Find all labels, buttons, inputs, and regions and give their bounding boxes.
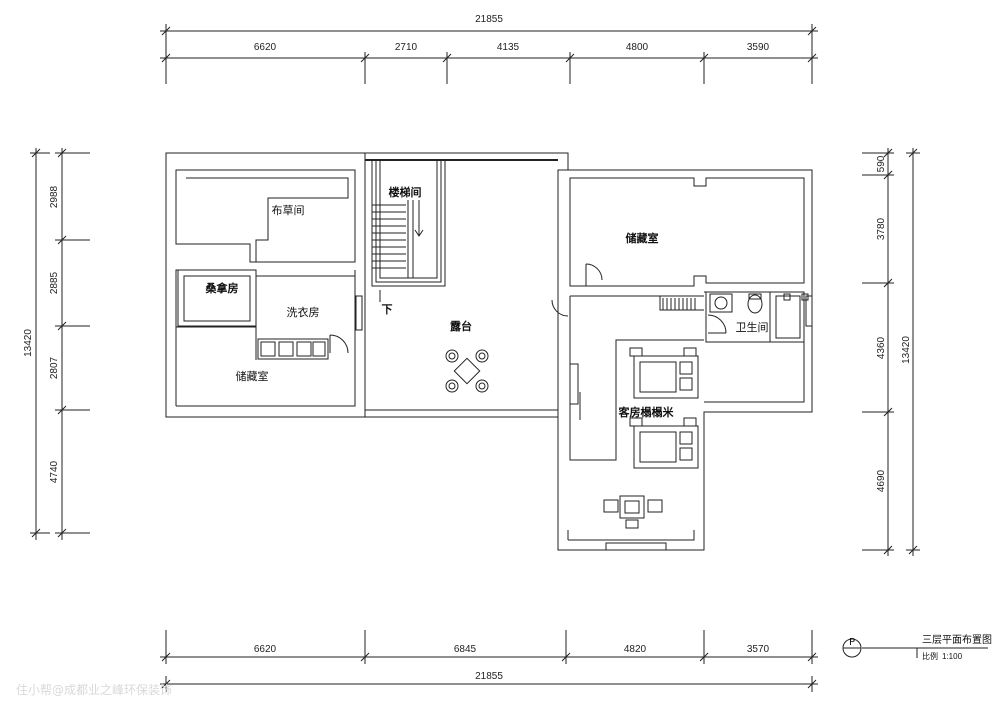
dim-right-total: 13420: [901, 336, 912, 364]
dim-left-seg-4: 4740: [49, 460, 60, 483]
dim-right-seg-4: 4690: [876, 469, 887, 492]
room-label-sauna: 桑拿房: [205, 281, 239, 295]
room-label-terrace: 露台: [450, 319, 472, 333]
room-label-guest-tatami: 客房榻榻米: [618, 405, 675, 419]
left-block-walls: [165, 152, 366, 418]
scale-label: 比例: [922, 651, 938, 661]
title-block-lines: [842, 638, 988, 658]
dim-right-seg-3: 4360: [876, 336, 887, 359]
dim-right-seg-1: 590: [876, 155, 887, 172]
dim-left-seg-3: 2807: [49, 356, 60, 379]
dim-left-seg-2: 2885: [49, 271, 60, 294]
dim-top-total: 21855: [475, 14, 503, 25]
dim-bottom-seg-4: 3570: [747, 644, 770, 655]
scale-value: 1:100: [942, 652, 963, 661]
dim-top-seg-1: 6620: [254, 42, 277, 53]
right-block-walls: [557, 169, 813, 551]
drawing-title: 三层平面布置图: [922, 634, 992, 646]
dim-bottom-total: 21855: [475, 671, 503, 682]
room-label-storage-left: 储藏室: [236, 369, 269, 383]
dim-top-seg-3: 4135: [497, 42, 520, 53]
dim-top-seg-2: 2710: [395, 42, 418, 53]
room-label-storage-right: 储藏室: [626, 231, 659, 245]
stair-down-label: 下: [382, 303, 393, 316]
dim-right-seg-2: 3780: [876, 217, 887, 240]
room-label-linen: 布草间: [272, 204, 305, 217]
left-dimension-lines: [30, 148, 90, 540]
right-dimension-lines: [862, 148, 920, 556]
top-dimension-lines: [160, 24, 818, 84]
dim-left-seg-1: 2988: [49, 185, 60, 208]
guest-beds: [629, 347, 699, 469]
dim-bottom-seg-2: 6845: [454, 644, 477, 655]
dim-top-seg-4: 4800: [626, 42, 649, 53]
room-label-laundry: 洗衣房: [287, 305, 320, 319]
watermark-text: 住小帮@成都业之峰环保装饰: [16, 683, 172, 697]
dim-top-seg-5: 3590: [747, 42, 770, 53]
lounge-set: [603, 495, 663, 529]
dim-left-total: 13420: [23, 329, 34, 357]
room-label-bathroom: 卫生间: [736, 320, 769, 334]
room-label-stairwell: 楼梯间: [389, 185, 422, 199]
terrace-table-set: [445, 349, 489, 393]
bottom-dimension-lines: [160, 630, 818, 692]
drawing-symbol: P: [849, 637, 855, 648]
dim-bottom-seg-3: 4820: [624, 644, 647, 655]
dim-bottom-seg-1: 6620: [254, 644, 277, 655]
